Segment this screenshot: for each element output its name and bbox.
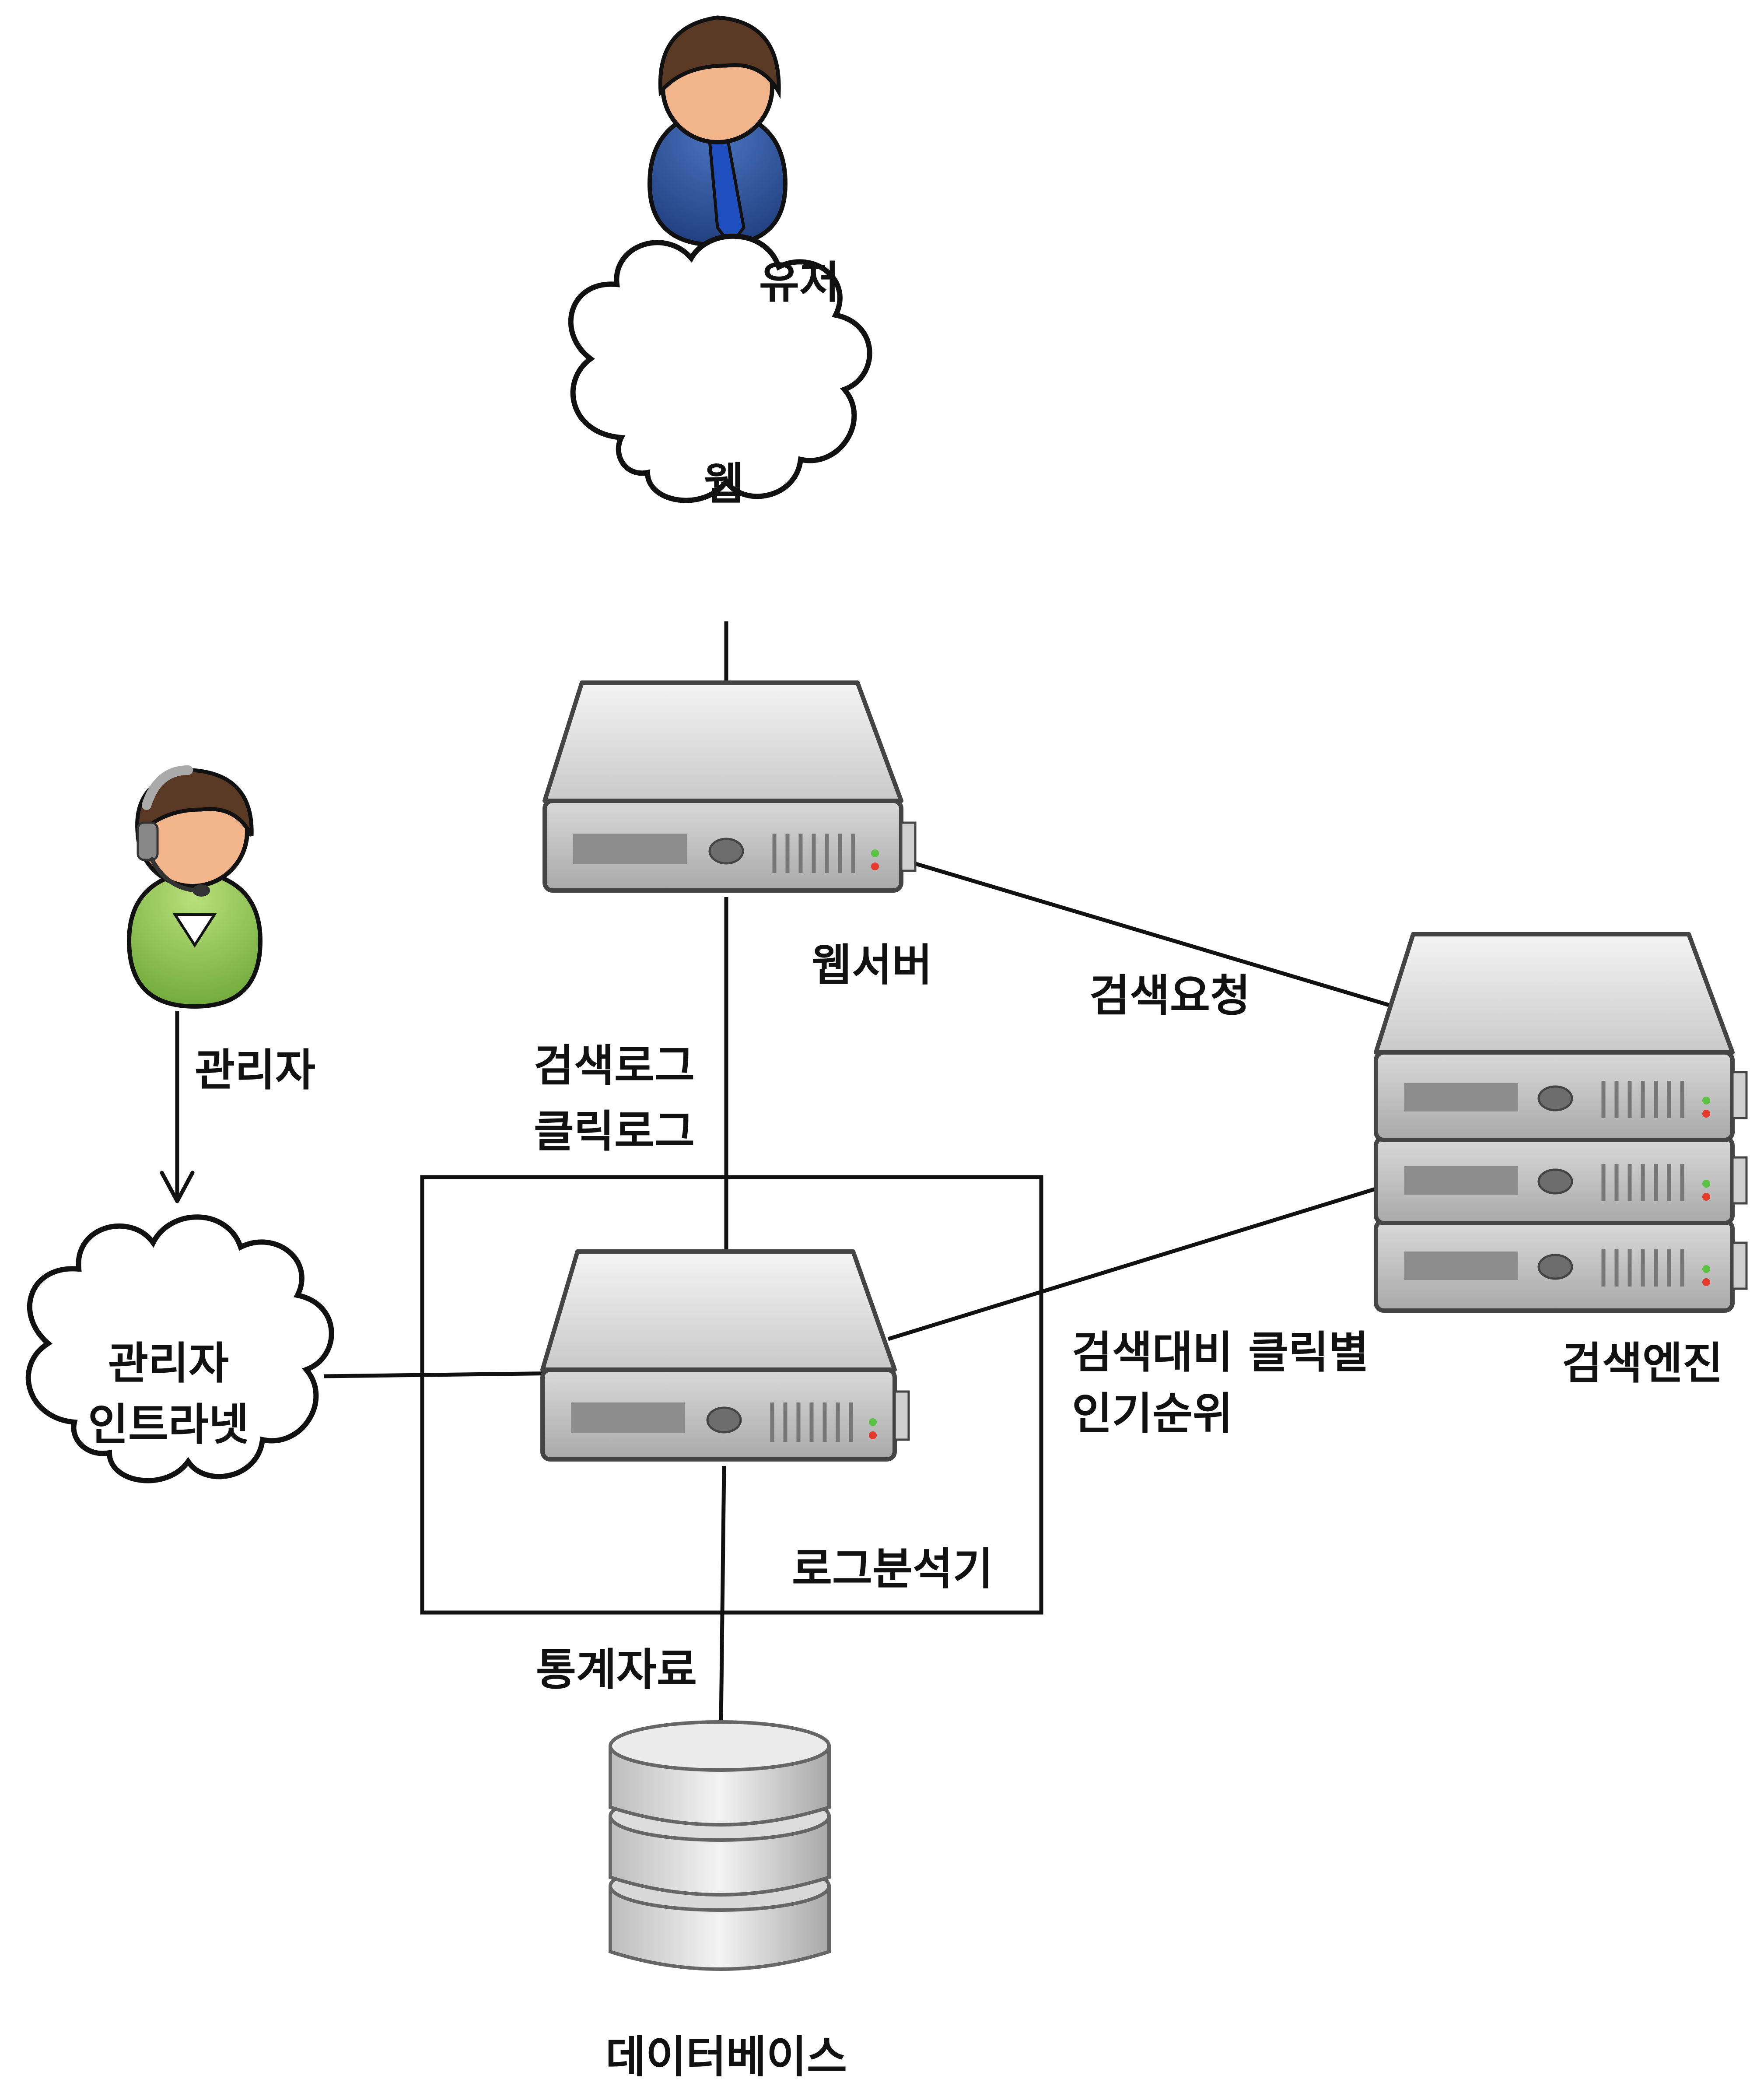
admin-label: 관리자 [195, 1045, 315, 1096]
intranet-label-line-2: 인트라넷 [88, 1399, 249, 1450]
log-analyzer-server-icon [540, 1249, 910, 1462]
database-label: 데이터베이스 [606, 2031, 847, 2082]
arrowhead-intranet [160, 1171, 195, 1203]
logs-label-line-2: 클릭로그 [534, 1106, 695, 1157]
user-icon [647, 15, 788, 248]
ranking-label-line-2: 인기순위 [1072, 1388, 1233, 1439]
web-server-icon [542, 680, 917, 893]
stats-label: 통계자료 [536, 1644, 697, 1695]
ranking-label-line-1: 검색대비 클릭별 [1072, 1327, 1369, 1378]
logs-label-line-1: 검색로그 [534, 1040, 695, 1091]
intranet-label-line-1: 관리자 [108, 1338, 229, 1389]
edges [175, 245, 1497, 1834]
user-label: 유저 [759, 257, 840, 308]
database-icon [609, 1720, 831, 1971]
search-engine-label: 검색엔진 [1562, 1338, 1723, 1389]
web-server-label: 웹서버 [812, 940, 932, 991]
log-analyzer-label: 로그분석기 [792, 1543, 993, 1595]
arrowheads [160, 405, 1501, 1838]
log-analyzer-boundary [420, 1175, 1043, 1615]
web-label: 웹 [704, 458, 744, 509]
admin-headset-icon [126, 765, 263, 1009]
search-engine-server-stack-icon [1374, 932, 1748, 1313]
search-request-label: 검색요청 [1089, 970, 1250, 1021]
web-cloud-icon [568, 233, 872, 503]
intranet-cloud-icon [25, 1214, 334, 1483]
